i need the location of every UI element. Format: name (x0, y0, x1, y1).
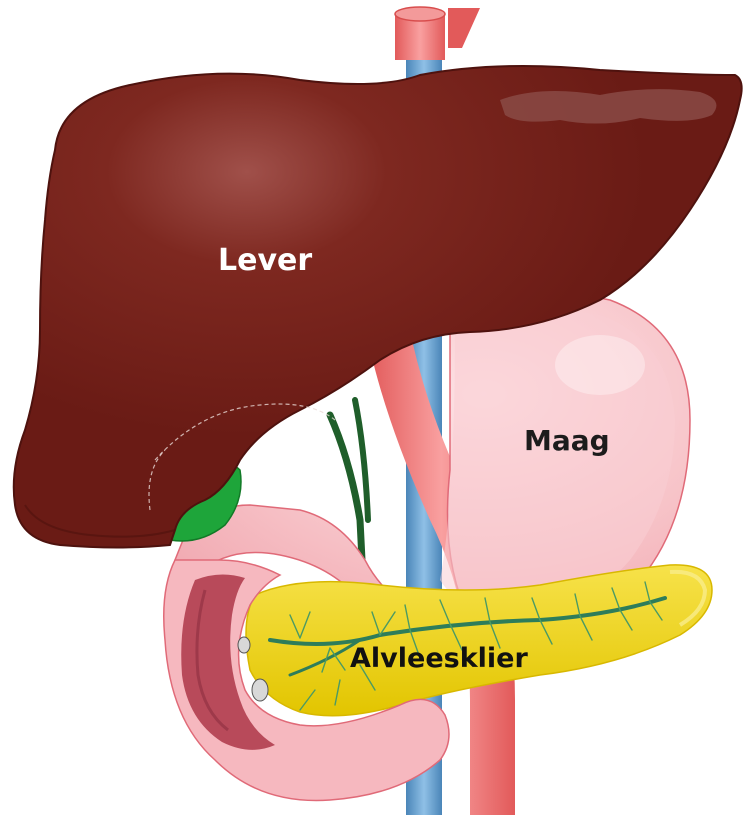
liver-label: Lever (218, 243, 312, 278)
stomach-label: Maag (524, 424, 610, 457)
pancreas-label: Alvleesklier (350, 643, 528, 674)
